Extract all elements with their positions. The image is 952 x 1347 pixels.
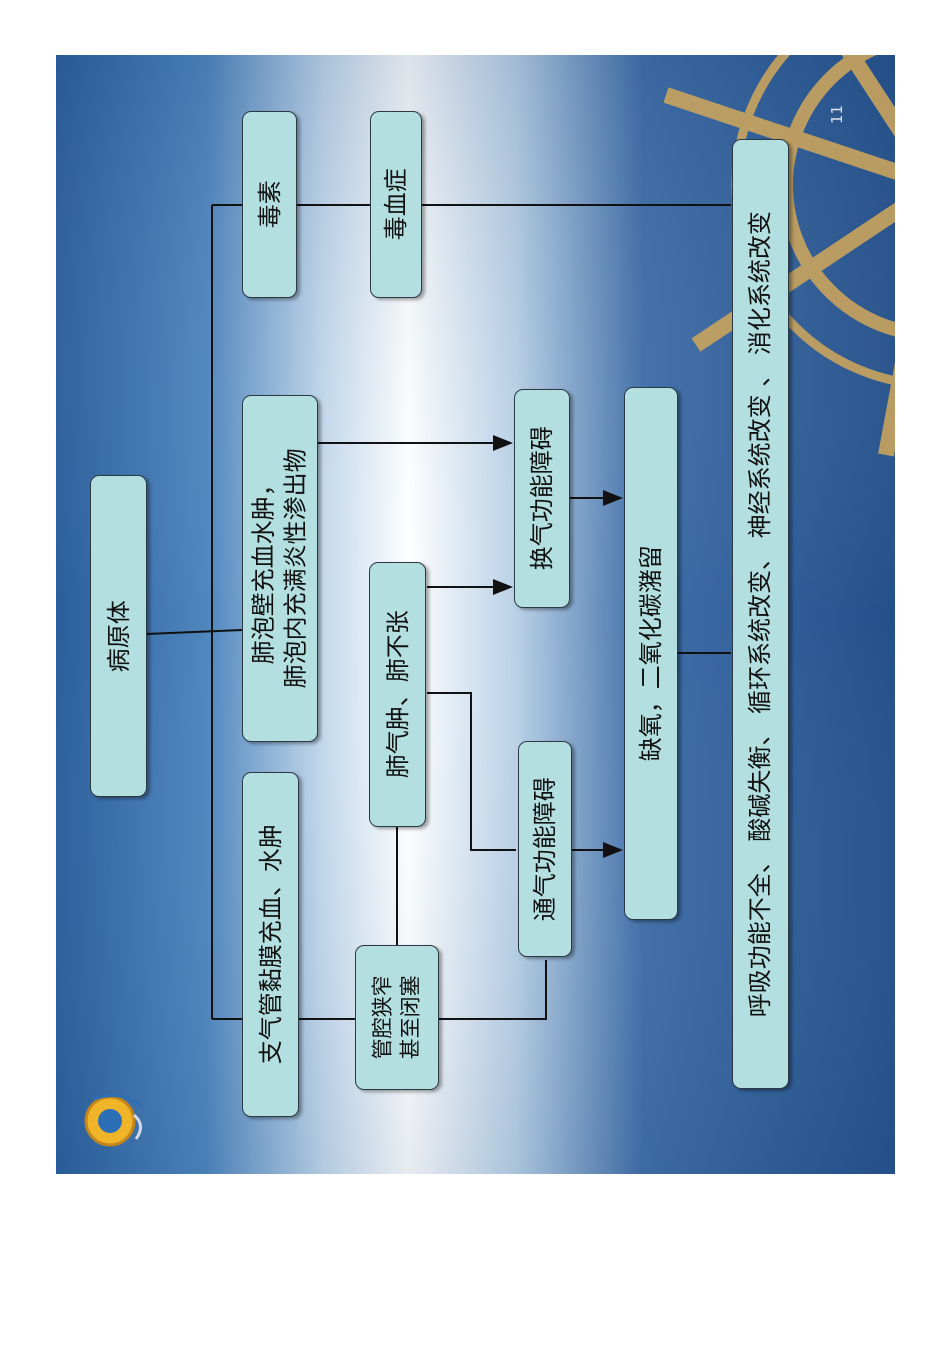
toxin-node: 毒素: [242, 111, 297, 298]
emphysema-node: 肺气肿、肺不张: [369, 562, 426, 827]
gas-exchange-label: 换气功能障碍: [527, 426, 556, 571]
page-number: 11: [828, 104, 846, 124]
outcome-label: 呼吸功能不全、 酸碱失衡、 循环系统改变、 神经系统改变 、 消化系统改变: [746, 210, 775, 1018]
toxin-label: 毒素: [255, 180, 284, 229]
emphysema-label: 肺气肿、肺不张: [383, 610, 412, 779]
alveolar-node: 肺泡壁充血水肿， 肺泡内充满炎性渗出物: [242, 395, 318, 742]
slide: 病原体 毒素 毒血症 肺泡壁充血水肿， 肺泡内充满炎性渗出物 支气管黏膜充血、水…: [56, 55, 895, 1174]
connector-lines: [145, 204, 731, 1020]
toxemia-label: 毒血症: [381, 168, 410, 241]
ventilation-label: 通气功能障碍: [530, 776, 559, 921]
gas-exchange-node: 换气功能障碍: [514, 389, 570, 608]
pathogen-node: 病原体: [90, 475, 147, 797]
alveolar-line-2: 肺泡内充满炎性渗出物: [282, 448, 310, 689]
hypoxia-node: 缺氧，二氧化碳潴留: [624, 387, 678, 920]
airway-narrowing-node: 管腔狭窄 甚至闭塞: [355, 945, 439, 1090]
toxemia-node: 毒血症: [370, 111, 422, 298]
ventilation-node: 通气功能障碍: [518, 741, 572, 957]
bronchial-node: 支气管黏膜充血、水肿: [242, 772, 299, 1117]
logo-gear-icon: [84, 1093, 143, 1147]
hypoxia-label: 缺氧，二氧化碳潴留: [636, 545, 665, 762]
narrowing-line-2: 甚至闭塞: [399, 975, 423, 1060]
bronchial-label: 支气管黏膜充血、水肿: [256, 824, 285, 1065]
pathogen-label: 病原体: [104, 599, 133, 672]
alveolar-line-1: 肺泡壁充血水肿，: [249, 472, 278, 665]
outcome-node: 呼吸功能不全、 酸碱失衡、 循环系统改变、 神经系统改变 、 消化系统改变: [732, 139, 789, 1089]
narrowing-line-1: 管腔狭窄: [370, 975, 395, 1060]
